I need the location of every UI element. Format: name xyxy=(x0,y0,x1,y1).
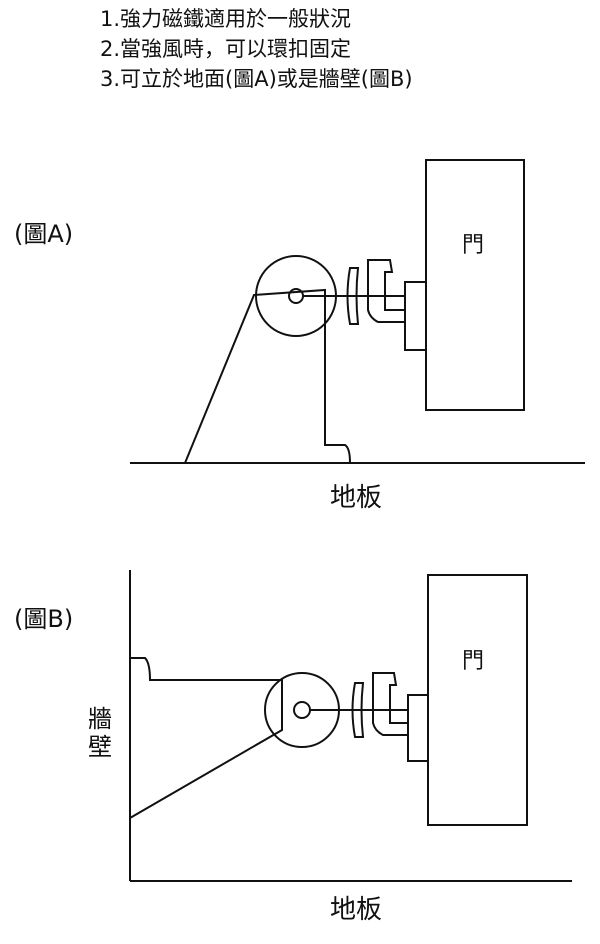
figure-a-diagram: (圖A) 門 地板 xyxy=(14,159,585,513)
door-a xyxy=(425,159,525,411)
pivot-hole-b xyxy=(293,701,311,719)
floor-label-b: 地板 xyxy=(330,895,382,925)
wall-label-char-1: 牆 xyxy=(88,705,112,733)
figure-b: (圖B) 門 牆 壁 地板 xyxy=(0,555,600,944)
caption-a: (圖A) xyxy=(14,220,73,248)
door-label-a: 門 xyxy=(462,233,484,258)
magnet-cup-a xyxy=(346,267,360,325)
wall-label-b: 牆 壁 xyxy=(88,705,120,761)
note-2: 2.當強風時，可以環扣固定 xyxy=(100,37,352,61)
catch-plate-a xyxy=(404,281,427,351)
note-1: 1.強力磁鐵適用於一般狀況 xyxy=(100,7,352,31)
figure-b-diagram: (圖B) 門 牆 壁 地板 xyxy=(14,570,572,925)
wall-label-char-2: 壁 xyxy=(88,733,112,761)
door-label-b: 門 xyxy=(462,649,484,674)
magnet-cup-b xyxy=(351,682,365,738)
figure-a: (圖A) 門 地板 xyxy=(0,150,600,530)
stand-body-a xyxy=(184,288,351,464)
floor-label-a: 地板 xyxy=(330,483,382,513)
catch-plate-b xyxy=(407,694,429,762)
caption-b: (圖B) xyxy=(14,605,73,633)
note-3: 3.可立於地面(圖A)或是牆壁(圖B) xyxy=(100,67,413,91)
door-catch-b xyxy=(372,672,409,736)
door-catch-a xyxy=(367,259,406,323)
instruction-notes: 1.強力磁鐵適用於一般狀況 2.當強風時，可以環扣固定 3.可立於地面(圖A)或… xyxy=(100,4,580,94)
door-b xyxy=(427,574,528,826)
wall-bracket-b xyxy=(129,657,283,819)
